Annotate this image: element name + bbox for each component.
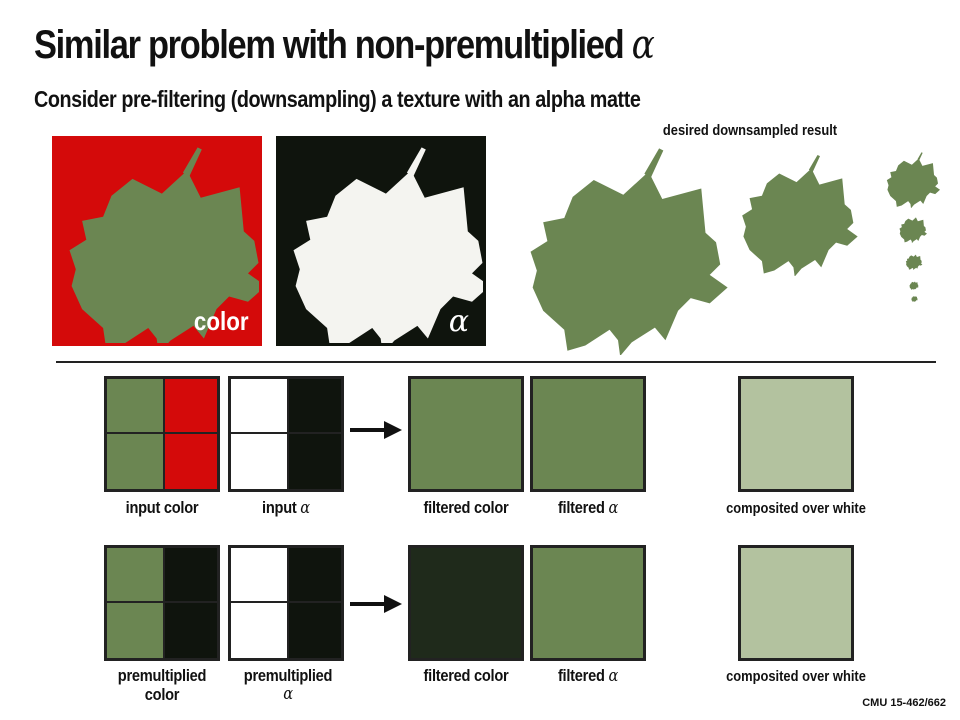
alpha-label: α — [448, 304, 469, 339]
downsampled-leaf-tiny — [899, 217, 927, 243]
composited-square-row1 — [738, 376, 854, 492]
premultiplied-color-quad — [104, 545, 220, 661]
filtered-alpha-square-row1 — [530, 376, 646, 492]
composited-caption-row2: composited over white — [726, 668, 866, 685]
section-divider — [56, 361, 936, 363]
downsampled-leaf-tinier — [905, 254, 923, 270]
filtered-alpha-caption-row2: filtered α — [536, 666, 639, 686]
input-alpha-symbol: α — [300, 498, 310, 518]
input-color-quad — [104, 376, 220, 492]
filtered-color-square-row2 — [408, 545, 524, 661]
input-alpha-text: input — [262, 498, 297, 517]
slide-title: Similar problem with non-premultiplied α — [34, 22, 655, 68]
arrow-right-icon — [350, 421, 402, 439]
downsampled-leaf-tiniest — [909, 281, 919, 290]
input-alpha-quad — [228, 376, 344, 492]
premultiplied-color-caption: premultiplied color — [102, 666, 222, 704]
filtered-color-caption-row1: filtered color — [423, 498, 509, 517]
premultiplied-alpha-line1: premultiplied — [243, 666, 333, 685]
premultiplied-alpha-symbol: α — [283, 684, 293, 704]
filtered-alpha-text-row2: filtered — [557, 666, 605, 685]
color-label: color — [194, 306, 249, 336]
filtered-color-square-row1 — [408, 376, 524, 492]
title-text: Similar problem with non-premultiplied — [34, 23, 625, 67]
input-alpha-caption: input α — [234, 498, 337, 518]
title-alpha-symbol: α — [631, 22, 655, 68]
filtered-alpha-text-row1: filtered — [557, 498, 605, 517]
downsampled-leaf-small — [886, 152, 941, 208]
desired-result-label: desired downsampled result — [662, 122, 838, 139]
downsampled-leaf-large — [530, 148, 728, 355]
composited-caption-row1: composited over white — [726, 500, 866, 517]
premultiplied-alpha-caption: premultiplied α — [228, 666, 348, 704]
slide-subtitle: Consider pre-filtering (downsampling) a … — [34, 86, 641, 112]
premultiplied-alpha-quad — [228, 545, 344, 661]
downsampled-leaf-dot — [911, 296, 918, 302]
arrow-right-icon — [350, 595, 402, 613]
color-texture-panel: color — [52, 136, 262, 346]
filtered-color-caption-row2: filtered color — [423, 666, 509, 685]
filtered-alpha-symbol-row2: α — [608, 666, 619, 686]
alpha-texture-panel: α — [276, 136, 486, 346]
premultiplied-color-line2: color — [144, 685, 180, 704]
input-color-caption: input color — [125, 498, 199, 517]
downsampled-leaf-medium — [742, 154, 858, 276]
course-footer: CMU 15-462/662 — [862, 697, 946, 709]
filtered-alpha-symbol-row1: α — [608, 498, 619, 518]
filtered-alpha-caption-row1: filtered α — [536, 498, 639, 518]
filtered-alpha-square-row2 — [530, 545, 646, 661]
composited-square-row2 — [738, 545, 854, 661]
premultiplied-color-line1: premultiplied — [117, 666, 207, 685]
